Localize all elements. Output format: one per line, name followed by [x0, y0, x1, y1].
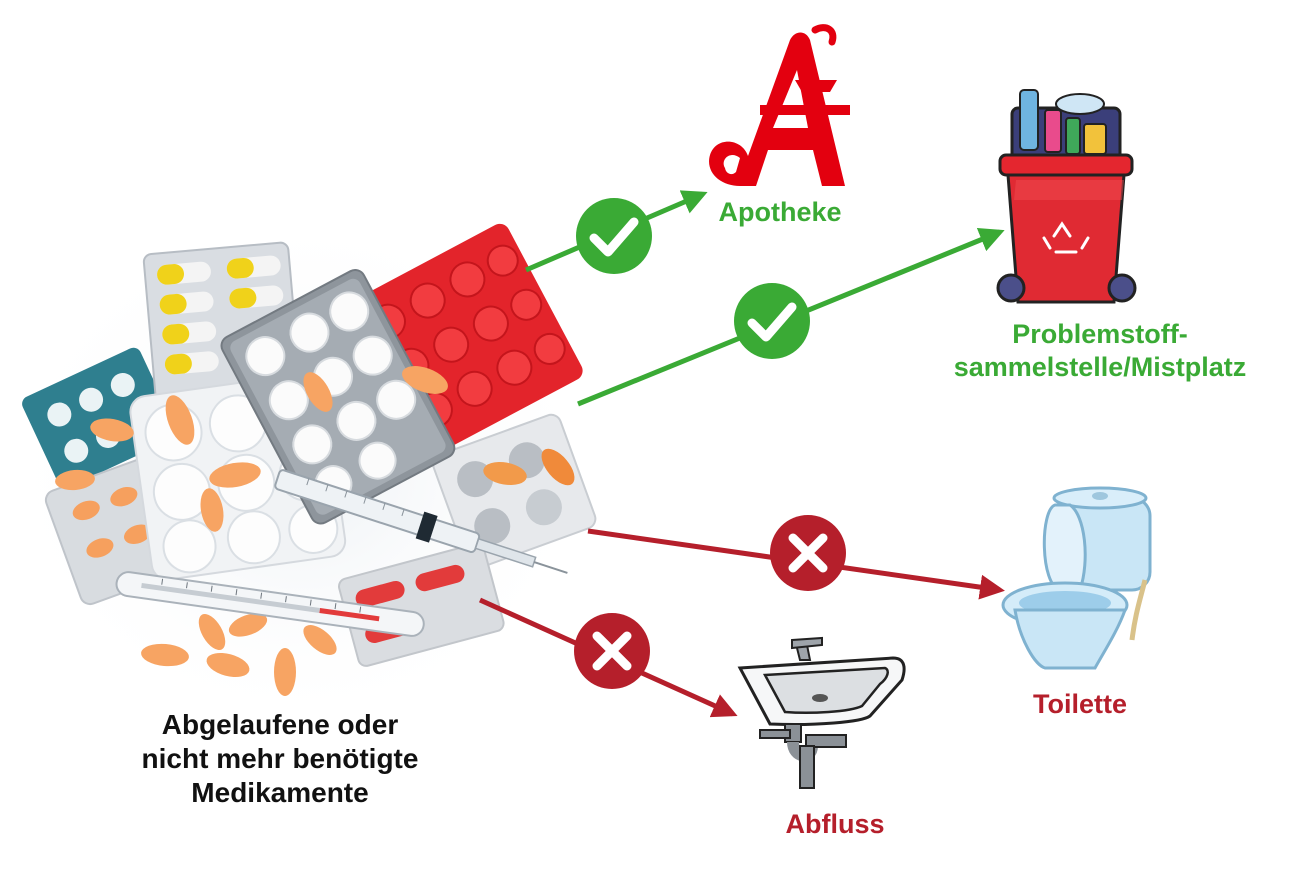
cross-icon [574, 613, 650, 689]
toilet-icon [1001, 486, 1152, 670]
loose-orange-pills [55, 366, 448, 696]
checkmark-icon [576, 198, 652, 274]
hazardous-waste-bin-icon [996, 89, 1137, 304]
sink-icon [737, 636, 906, 789]
grey-blister-pack [220, 269, 456, 525]
target-label-problemstoff: Problemstoff-sammelstelle/Mistplatz [953, 319, 1247, 382]
thermometer [115, 571, 425, 637]
target-label-toilette: Toilette [1033, 689, 1127, 719]
target-label-apotheke: Apotheke [718, 197, 842, 227]
checkmark-icon [734, 283, 810, 359]
medication-pile-image [0, 210, 600, 730]
apotheke-logo-icon [709, 24, 850, 186]
target-label-abfluss: Abfluss [785, 809, 885, 839]
cross-icon [770, 515, 846, 591]
silver-blister-pack [432, 413, 597, 570]
syringe [274, 469, 568, 574]
